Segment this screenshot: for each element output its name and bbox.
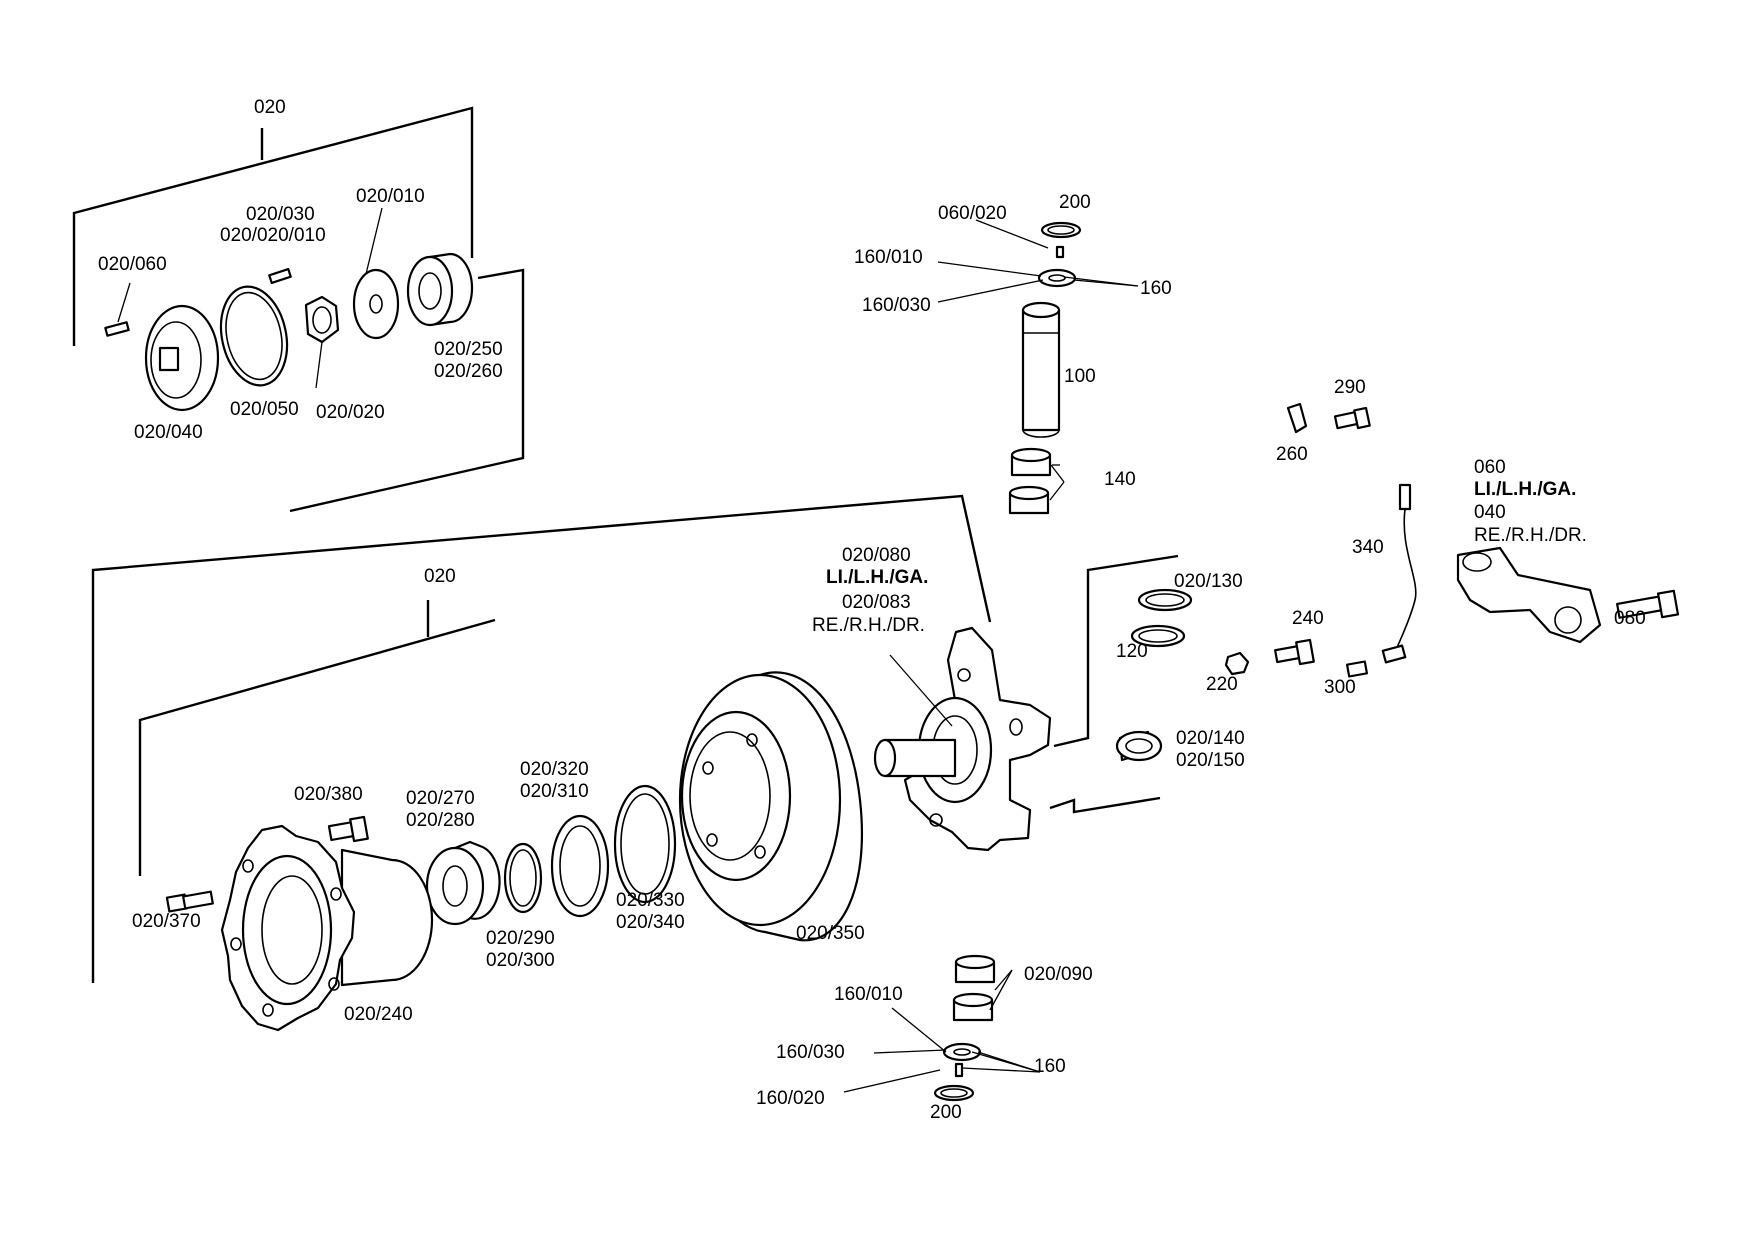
ring-200-bottom bbox=[933, 1084, 975, 1102]
hub-cap-020-040 bbox=[144, 304, 220, 412]
label-040: 040 bbox=[1474, 502, 1506, 523]
bolt-080 bbox=[1616, 589, 1680, 619]
kingpin-100 bbox=[1021, 301, 1061, 438]
pin-160-020 bbox=[954, 1062, 964, 1078]
label-020-250: 020/250 bbox=[434, 339, 503, 360]
label-020-030: 020/030 bbox=[246, 204, 315, 225]
assembly-bracket-main bbox=[91, 494, 1179, 983]
label-020-240: 020/240 bbox=[344, 1004, 413, 1025]
label-160-010-top: 160/010 bbox=[854, 247, 923, 268]
leader-lines bbox=[117, 207, 1139, 1093]
washer-160-bottom bbox=[942, 1042, 982, 1062]
label-li-lh-ga-a: LI./L.H./GA. bbox=[1474, 479, 1576, 500]
label-020-300: 020/300 bbox=[486, 950, 555, 971]
label-100: 100 bbox=[1064, 366, 1096, 387]
label-re-rh-dr-a: RE./R.H./DR. bbox=[1474, 525, 1587, 546]
label-020-260: 020/260 bbox=[434, 361, 503, 382]
label-re-rh-dr-b: RE./R.H./DR. bbox=[812, 615, 925, 636]
ring-020-290 bbox=[503, 842, 543, 914]
label-020-380: 020/380 bbox=[294, 784, 363, 805]
assembly-bracket-top bbox=[72, 106, 525, 513]
label-290: 290 bbox=[1334, 377, 1366, 398]
label-020-140: 020/140 bbox=[1176, 728, 1245, 749]
brake-disc-020-350 bbox=[678, 671, 864, 942]
bolt-290 bbox=[1333, 406, 1371, 430]
label-020-060: 020/060 bbox=[98, 254, 167, 275]
label-020-090: 020/090 bbox=[1024, 964, 1093, 985]
label-020-340: 020/340 bbox=[616, 912, 685, 933]
washer-020-010 bbox=[352, 268, 400, 340]
seal-020-320 bbox=[550, 814, 610, 918]
label-200-bot: 200 bbox=[930, 1102, 962, 1123]
label-220: 220 bbox=[1206, 674, 1238, 695]
label-020-290: 020/290 bbox=[486, 928, 555, 949]
bearing-020-270 bbox=[425, 840, 501, 926]
label-060-020: 060/020 bbox=[938, 203, 1007, 224]
label-160-030-top: 160/030 bbox=[862, 295, 931, 316]
screw-020-030 bbox=[268, 268, 292, 284]
label-020-020: 020/020 bbox=[316, 402, 385, 423]
label-160-010-bot: 160/010 bbox=[834, 984, 903, 1005]
label-160-bot: 160 bbox=[1034, 1056, 1066, 1077]
steering-arm-060 bbox=[1456, 546, 1602, 644]
nut-020-020 bbox=[304, 295, 340, 344]
sleeve-300 bbox=[1345, 660, 1369, 678]
seal-020-140 bbox=[1115, 730, 1163, 762]
label-020-main: 020 bbox=[424, 566, 456, 587]
label-300: 300 bbox=[1324, 677, 1356, 698]
steering-knuckle-020-080 bbox=[873, 626, 1052, 852]
label-020-320: 020/320 bbox=[520, 759, 589, 780]
label-020-040: 020/040 bbox=[134, 422, 203, 443]
bolt-020-370 bbox=[165, 890, 214, 913]
label-260: 260 bbox=[1276, 444, 1308, 465]
ring-200-top bbox=[1040, 221, 1082, 239]
label-240: 240 bbox=[1292, 608, 1324, 629]
label-080: 080 bbox=[1614, 608, 1646, 629]
label-200-top: 200 bbox=[1059, 192, 1091, 213]
seal-020-330 bbox=[613, 784, 677, 904]
label-020-083: 020/083 bbox=[842, 592, 911, 613]
clip-260 bbox=[1286, 402, 1308, 434]
gasket-020-050 bbox=[219, 285, 289, 387]
pin-060-020 bbox=[1055, 245, 1065, 259]
label-020-350: 020/350 bbox=[796, 923, 865, 944]
label-140: 140 bbox=[1104, 469, 1136, 490]
bushing-020-090 bbox=[952, 954, 996, 1022]
label-160-020: 160/020 bbox=[756, 1088, 825, 1109]
nut-220 bbox=[1224, 651, 1250, 676]
label-020-020-010: 020/020/010 bbox=[220, 225, 326, 246]
bolt-020-380 bbox=[327, 815, 369, 843]
label-020-050: 020/050 bbox=[230, 399, 299, 420]
label-160-top: 160 bbox=[1140, 278, 1172, 299]
bolt-240 bbox=[1274, 638, 1315, 666]
label-020-280: 020/280 bbox=[406, 810, 475, 831]
label-020-150: 020/150 bbox=[1176, 750, 1245, 771]
label-020-010: 020/010 bbox=[356, 186, 425, 207]
bearing-020-250 bbox=[406, 252, 474, 327]
label-020-130: 020/130 bbox=[1174, 571, 1243, 592]
label-020-080: 020/080 bbox=[842, 545, 911, 566]
seal-020-130 bbox=[1137, 588, 1193, 612]
label-020-310: 020/310 bbox=[520, 781, 589, 802]
seal-120 bbox=[1130, 624, 1186, 648]
label-120: 120 bbox=[1116, 641, 1148, 662]
label-060: 060 bbox=[1474, 457, 1506, 478]
label-020-330: 020/330 bbox=[616, 890, 685, 911]
sensor-cable-340 bbox=[1381, 483, 1417, 664]
bushing-140 bbox=[1008, 447, 1052, 515]
label-020-270: 020/270 bbox=[406, 788, 475, 809]
wheel-hub-020-240 bbox=[220, 824, 434, 1032]
label-160-030-bot: 160/030 bbox=[776, 1042, 845, 1063]
label-li-lh-ga-b: LI./L.H./GA. bbox=[826, 567, 928, 588]
label-340: 340 bbox=[1352, 537, 1384, 558]
part-number-labels: 020 020/060 020/030 020/020/010 020/010 … bbox=[98, 97, 1646, 1123]
label-020-top: 020 bbox=[254, 97, 286, 118]
label-020-370: 020/370 bbox=[132, 911, 201, 932]
bolt-020-060 bbox=[104, 321, 130, 337]
